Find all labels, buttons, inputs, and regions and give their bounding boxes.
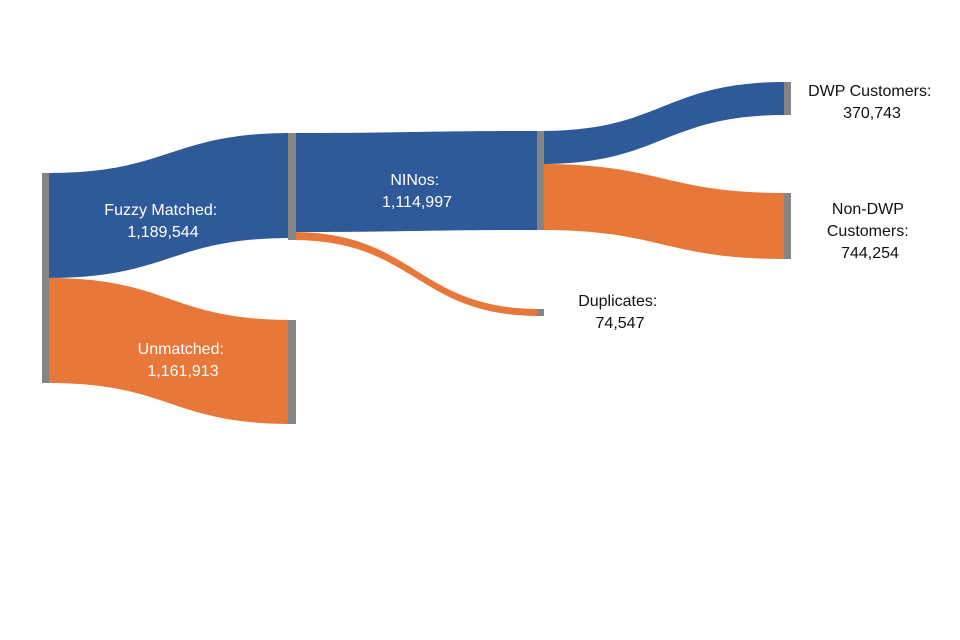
node-bar-duplicates (537, 309, 544, 316)
fuzzy-label-line2: 1,189,544 (127, 224, 198, 241)
link-ninos-dwp (540, 82, 786, 164)
dwp-label-line1: DWP Customers: (808, 83, 931, 100)
node-bar-dwp (784, 82, 791, 115)
nondwp-label-line1: Non-DWP (832, 201, 904, 218)
fuzzy-label-line1: Fuzzy Matched: (104, 202, 217, 219)
unmatched-label: Unmatched: 1,161,913 (138, 341, 229, 380)
dwp-label: DWP Customers: 370,743 (808, 83, 936, 122)
link-fuzzy-duplicates (292, 232, 540, 316)
duplicates-label: Duplicates: 74,547 (578, 293, 662, 332)
nondwp-label-line3: 744,254 (841, 245, 899, 262)
link-fuzzy-ninos (292, 131, 540, 232)
node-bar-total (42, 173, 49, 383)
node-bar-unmatched (288, 320, 296, 424)
unmatched-label-line2: 1,161,913 (147, 363, 218, 380)
ninos-label: NINos: 1,114,997 (382, 172, 452, 211)
nondwp-label-line2: Customers: (827, 223, 909, 240)
node-bar-nondwp (784, 193, 791, 259)
unmatched-label-line1: Unmatched: (138, 341, 224, 358)
node-bar-ninos (537, 131, 544, 230)
ninos-label-line1: NINos: (390, 172, 439, 189)
ninos-label-line2: 1,114,997 (382, 194, 452, 211)
dwp-label-line2: 370,743 (843, 105, 901, 122)
node-bar-fuzzy (288, 133, 296, 240)
fuzzy-label: Fuzzy Matched: 1,189,544 (104, 202, 221, 241)
duplicates-label-line1: Duplicates: (578, 293, 657, 310)
link-total-unmatched (48, 278, 292, 424)
link-ninos-nondwp (540, 164, 786, 259)
duplicates-label-line2: 74,547 (596, 315, 645, 332)
nondwp-label: Non-DWP Customers: 744,254 (827, 201, 913, 262)
link-total-fuzzy (48, 133, 292, 278)
